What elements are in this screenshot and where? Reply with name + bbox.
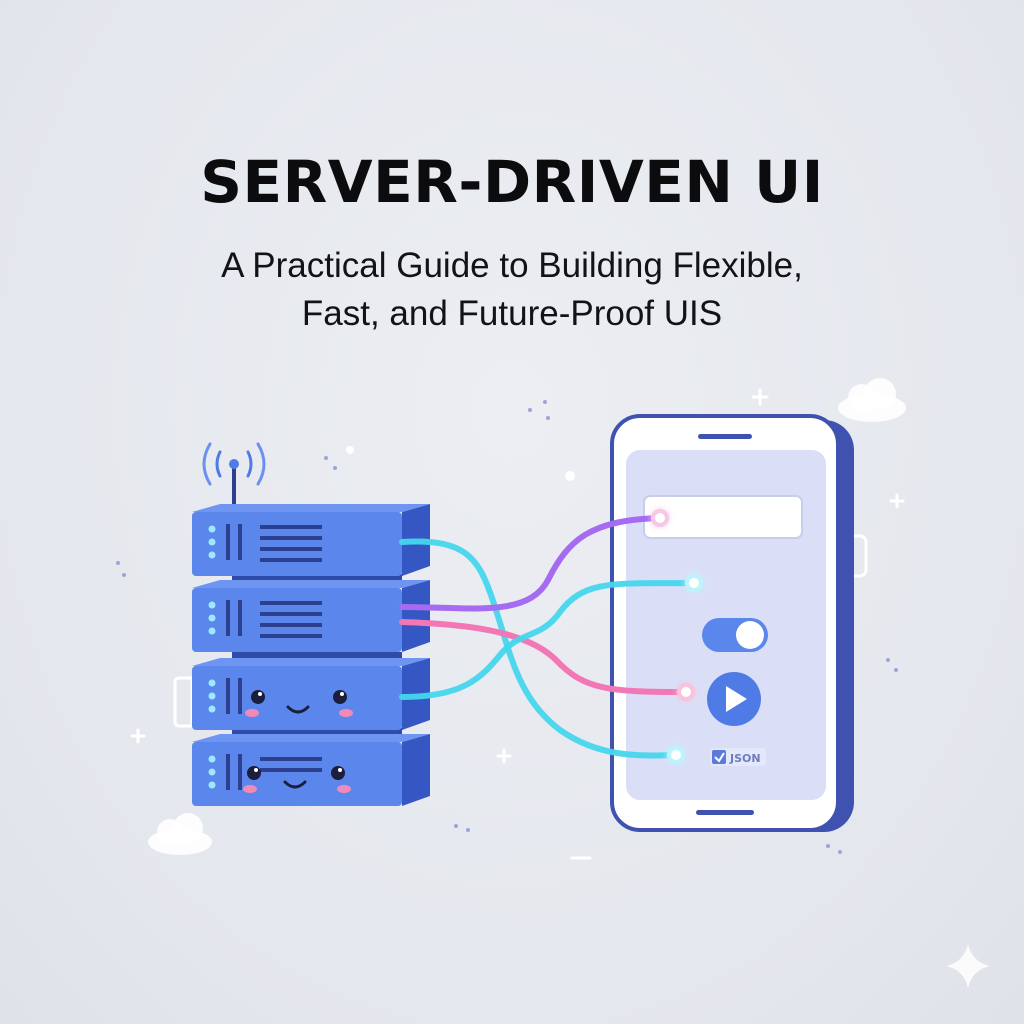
json-badge-label: JSON — [729, 752, 761, 765]
json-checkbox-icon: JSON — [710, 748, 766, 766]
subtitle-line-1: A Practical Guide to Building Flexible, — [221, 246, 803, 285]
smartphone: JSON — [610, 414, 868, 832]
server-unit-2 — [192, 580, 430, 652]
smiley-face-icon — [243, 766, 351, 793]
server-unit-4 — [192, 734, 430, 806]
cloud-icon — [148, 813, 212, 855]
cloud-icon — [838, 378, 906, 422]
smiley-face-icon — [245, 690, 353, 717]
decor-dots — [116, 400, 898, 854]
data-cables — [399, 515, 697, 759]
page-subtitle: A Practical Guide to Building Flexible, … — [0, 242, 1024, 338]
wifi-antenna-icon — [202, 442, 266, 512]
connection-ports — [651, 509, 703, 764]
plus-decor — [130, 388, 905, 860]
toggle-switch-icon[interactable] — [702, 618, 768, 652]
server-stack — [173, 504, 430, 806]
page-title: SERVER-DRIVEN UI — [200, 148, 824, 216]
server-unit-1 — [192, 504, 430, 576]
sparkle-icon — [946, 944, 990, 988]
play-icon[interactable] — [707, 672, 761, 726]
subtitle-line-2: Fast, and Future-Proof UIS — [301, 294, 723, 333]
server-unit-3 — [192, 658, 430, 730]
